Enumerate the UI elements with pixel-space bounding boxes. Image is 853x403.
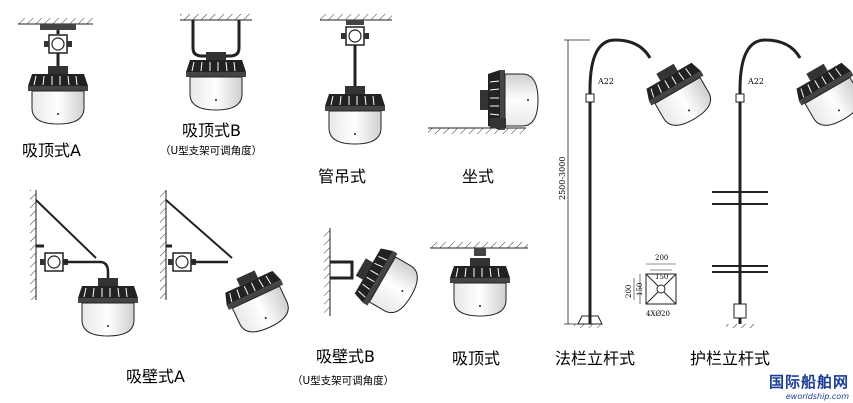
dim-base-150: 150 [655,273,668,281]
label-ceiling-b: 吸顶式B [182,121,241,140]
label-seated: 坐式 [462,167,494,186]
label-ceiling-b-note: （U型支架可调角度） [160,144,262,157]
label-ceiling-a: 吸顶式A [22,141,81,160]
dim-angle-2: A22 [747,77,764,86]
pipe-pendant-figure [320,14,392,145]
ceiling-b-figure [180,14,252,111]
seated-figure [428,69,539,134]
label-flange-pole: 法栏立杆式 [555,349,635,368]
dim-angle-1: A22 [597,77,614,86]
wall-a-figure-1 [30,190,139,337]
flange-pole-figure [564,38,721,328]
dim-height: 2500-3000 [558,157,567,200]
watermark-name: 国际船舶网 [768,373,849,391]
dim-side-200: 200 [625,285,633,298]
label-ceiling-c: 吸顶式 [452,349,500,368]
watermark: 国际船舶网 eworldship.com [769,371,849,401]
label-wall-a: 吸壁式A [126,367,185,386]
wall-a-figure-2 [160,190,298,341]
wall-b-figure [324,228,427,323]
dim-side-150: 150 [636,283,644,296]
label-pipe-pendant: 管吊式 [318,167,366,186]
ceiling-a-figure [18,18,93,125]
dim-base-200: 200 [655,254,668,262]
ceiling-c-figure [430,242,528,317]
dim-bolt: 4XØ20 [646,310,670,318]
watermark-url: eworldship.com [785,392,849,401]
label-wall-b-note: （U型支架可调角度） [292,374,394,387]
label-guardrail-pole: 护栏立杆式 [690,349,770,368]
guardrail-pole-figure [712,38,853,328]
label-wall-b: 吸壁式B [316,347,375,366]
